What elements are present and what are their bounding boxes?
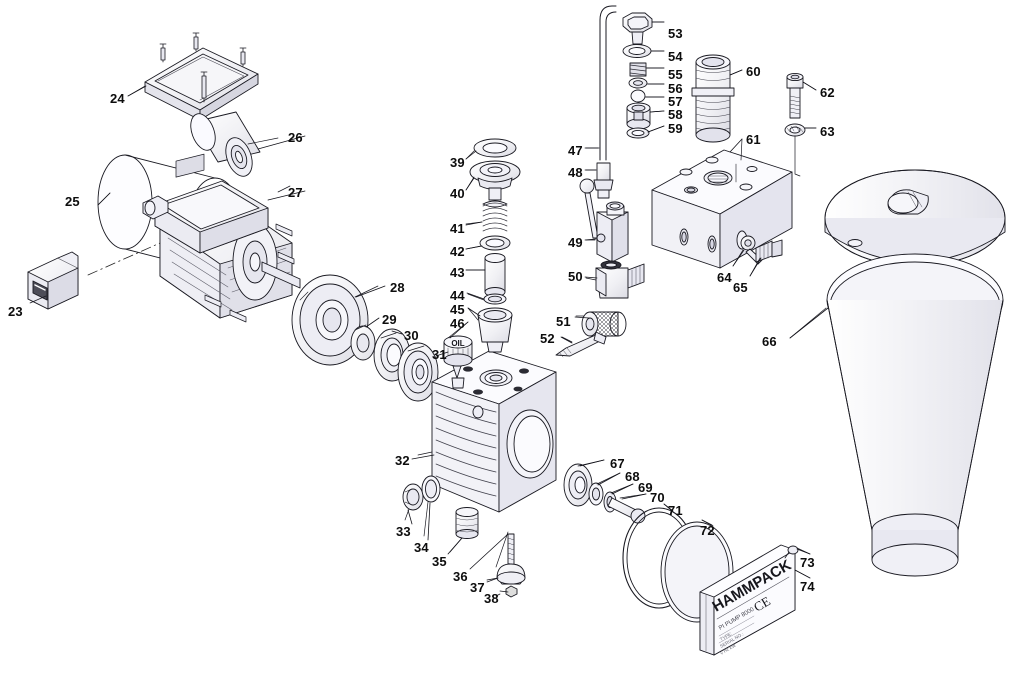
callout-52: 52 [540,331,555,346]
part-pressure-tube [585,5,617,161]
part-lever-valve [579,178,629,263]
callout-60: 60 [746,64,761,79]
nameplate-spec-1: TYPE: [719,631,733,642]
callout-29: 29 [382,312,397,327]
callout-32: 32 [395,453,410,468]
part-lock-washer [784,123,817,177]
part-valve-manifold-block [651,138,793,269]
callout-70: 70 [650,490,665,505]
callout-33: 33 [396,524,411,539]
part-ball-bearing [397,342,439,402]
nameplate-ce-mark: CE [751,593,773,614]
callout-61: 61 [746,132,761,147]
callout-45: 45 [450,302,465,317]
callout-35: 35 [432,554,447,569]
part-elbow-fitting [585,260,645,299]
callout-58: 58 [668,107,683,122]
callout-44: 44 [450,288,465,303]
callout-66: 66 [762,334,777,349]
part-banjo-fitting [732,235,783,277]
callout-54: 54 [668,49,683,64]
part-flywheel-pulley [291,274,379,366]
callout-30: 30 [404,328,419,343]
callout-65: 65 [733,280,748,295]
callout-57: 57 [668,94,683,109]
part-rivet [784,545,811,559]
part-electrical-connector [27,251,79,310]
callout-74: 74 [800,579,815,594]
callout-39: 39 [450,155,465,170]
part-flat-washer [465,138,517,160]
callout-68: 68 [625,469,640,484]
callout-47: 47 [568,143,583,158]
callout-34: 34 [414,540,429,555]
oil-cap-text: OIL [451,339,464,348]
part-seal-ring [421,475,441,537]
callout-63: 63 [820,124,835,139]
part-o-ring [465,235,511,251]
part-knurled-knob [575,311,627,337]
part-tube-fitting [585,162,614,199]
part-nameplate-label [699,544,811,656]
part-rubber-foot [486,563,526,585]
part-terminal-box-cover [127,32,259,121]
part-filter-element [449,507,479,553]
callout-49: 49 [568,235,583,250]
callout-27: 27 [288,185,303,200]
part-socket-head-bolt [786,72,817,119]
part-hex-bolt [622,12,665,45]
part-plug-fitting [402,483,424,521]
callout-37: 37 [470,580,485,595]
part-gasket-ring [626,125,665,139]
callout-48: 48 [568,165,583,180]
part-seal-disc [628,77,665,89]
part-valve-body [467,307,513,353]
callout-59: 59 [668,121,683,136]
callout-28: 28 [390,280,405,295]
callout-31: 31 [432,347,447,362]
part-electric-motor [142,153,301,323]
part-hose-barb-nipple [691,54,743,143]
part-valve-sleeve [465,253,506,297]
part-threaded-pin [555,331,607,358]
part-hopper-cone [789,169,1006,577]
part-compression-spring [465,200,508,232]
callout-69: 69 [638,480,653,495]
part-spring-element [629,62,665,77]
part-pump-housing [417,350,557,513]
callout-23: 23 [8,304,23,319]
callout-43: 43 [450,265,465,280]
part-capacitor [190,111,279,177]
callout-26: 26 [288,130,303,145]
callout-24: 24 [110,91,125,106]
callout-53: 53 [668,26,683,41]
callout-50: 50 [568,269,583,284]
callout-71: 71 [668,503,683,518]
callout-40: 40 [450,186,465,201]
callout-73: 73 [800,555,815,570]
callout-25: 25 [65,194,80,209]
callout-51: 51 [556,314,571,329]
part-nut [495,585,518,598]
part-spacer-collar [350,324,376,361]
callout-55: 55 [668,67,683,82]
part-valve-seat [626,102,665,130]
callout-67: 67 [610,456,625,471]
callout-72: 72 [700,523,715,538]
callout-62: 62 [820,85,835,100]
callout-38: 38 [484,591,499,606]
part-valve-cap [465,160,521,201]
callout-42: 42 [450,244,465,259]
part-long-screw [495,531,515,569]
part-ball [630,89,665,103]
callout-64: 64 [717,270,732,285]
callout-56: 56 [668,81,683,96]
callout-36: 36 [453,569,468,584]
part-oil-filler-cap [443,321,473,389]
callout-41: 41 [450,221,465,236]
callout-46: 46 [450,316,465,331]
